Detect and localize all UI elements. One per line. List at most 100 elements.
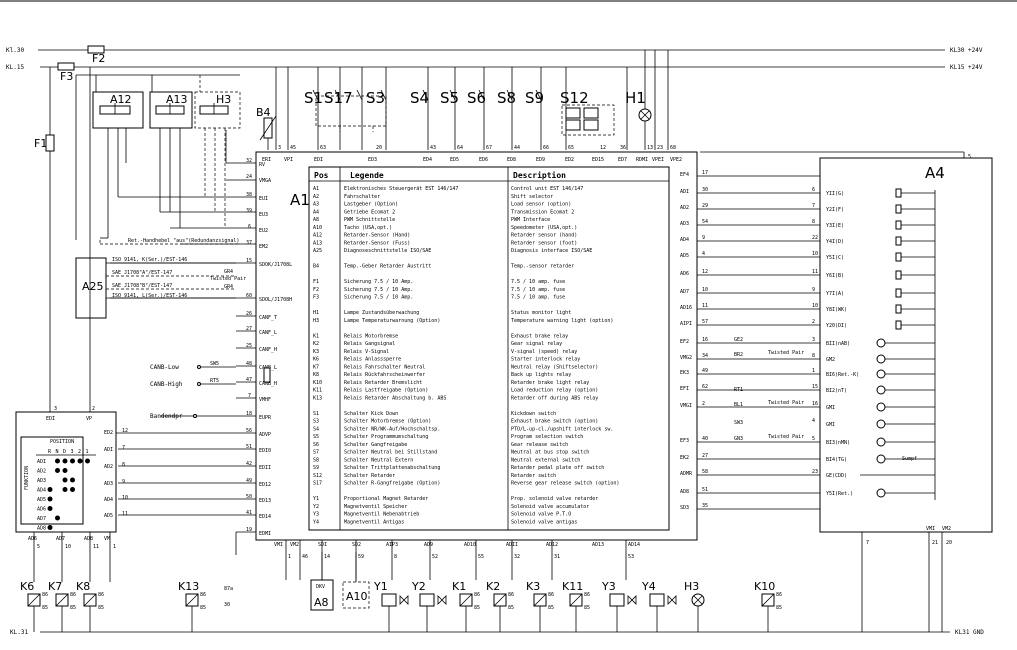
a2-row-label: AD6	[37, 507, 46, 513]
a4-sensor	[876, 338, 886, 348]
legend-pos: K10	[313, 380, 322, 386]
legend-de: Getriebe Ecomat 2	[344, 209, 395, 215]
relay-pin-87a: 87a	[224, 586, 233, 592]
legend-col-legende: Legende	[350, 171, 384, 180]
legend-pos: Y2	[313, 504, 319, 510]
a1-bottom-label: AD14	[628, 542, 640, 548]
a1-right-pin-num: 11	[702, 303, 708, 309]
a2-grid-dot	[85, 458, 90, 464]
valve-coil	[381, 593, 397, 607]
a4-sensor	[876, 369, 886, 379]
relay-pin-85: 85	[584, 605, 590, 611]
a2-col-label: D	[63, 449, 66, 455]
relay-diag	[27, 593, 41, 607]
a4-pin-num: 23	[812, 469, 818, 475]
bottom-component-label: K6	[20, 580, 34, 593]
a1-right-pin-label: AD8	[680, 489, 689, 495]
legend-pos: F1	[313, 279, 319, 285]
a1-left-pin-label: CANF_T	[259, 315, 277, 321]
a4-pin-num: 8	[812, 219, 815, 225]
a2-col-label: N	[56, 449, 59, 455]
legend-en: Load sensor (option)	[511, 202, 571, 208]
legend-de: Lampe Zustandsüberwachung	[344, 310, 419, 316]
a1-top-pin: 12	[600, 145, 606, 151]
legend-pos: S3	[313, 419, 319, 425]
legend-pos: K1	[313, 333, 319, 339]
a1-left-pin-label: CANF_L	[259, 330, 277, 336]
a4-signal-label: BI2(nT)	[826, 388, 847, 394]
transmission-a4: A4 5 YII(G)Y2I(F)Y3I(E)Y4I(D)Y5I(C)Y6I(B…	[700, 151, 993, 632]
a2-grid-dot	[70, 458, 75, 464]
a4-sensor	[876, 437, 886, 447]
a1-bottom-label: AD9	[424, 542, 433, 548]
a1-top-pin: 23	[657, 145, 663, 151]
relay-diag	[185, 593, 199, 607]
legend-en: Solenoid valve accumulator	[511, 504, 589, 510]
a1-top-pin: 64	[457, 145, 463, 151]
a1-right-pin-label: EFI	[680, 386, 689, 392]
legend-de: PWM Schnittstelle	[344, 217, 395, 223]
legend-pos: H1	[313, 310, 319, 316]
legend-de: Schalter NR/WK-Auf/Hochschaltsp.	[344, 426, 440, 432]
a1-right-pin-num: 2	[702, 401, 705, 407]
a1-right-pin-label: AD2	[680, 205, 689, 211]
a4-signal-label: Y5I(C)	[826, 255, 844, 261]
a4-signal-label: Y4I(D)	[826, 239, 844, 245]
switch-s12: S12	[560, 89, 615, 136]
valve-symbol	[627, 595, 637, 605]
a1-right-pin-label: EF2	[680, 339, 689, 345]
twisted-pair-left: Twisted Pair	[210, 276, 246, 282]
relay-pin-86: 86	[508, 592, 514, 598]
bottom-component-label: K13	[178, 580, 199, 593]
a4-resistor	[895, 188, 902, 198]
legend-en: Solenoid valve P.T.O	[511, 512, 571, 518]
a4-pin-num: 10	[812, 251, 818, 257]
a1-right-pin-label: AIPI	[680, 321, 692, 327]
legend-pos: Y3	[313, 512, 319, 518]
a4-bottom-num: 7	[866, 540, 869, 546]
label-f3: F3	[60, 70, 73, 83]
a1-left-pin-num: 7	[248, 393, 251, 399]
a1-right-pin-num: 51	[702, 487, 708, 493]
a4-pin-num: 6	[812, 187, 815, 193]
a1-bottom-pin: 59	[358, 554, 364, 560]
legend-de: Retarder-Sensor (Fuss)	[344, 240, 410, 246]
a1-right-pin-label: ADMR	[680, 471, 693, 477]
legend-pos: F3	[313, 295, 319, 301]
a4-resistor	[895, 320, 902, 330]
sae-j1708-a-label: SAE J1708"A"/EST-147	[112, 270, 172, 276]
a1-left-pin-label: ED12	[259, 482, 271, 488]
relay-pin-86: 86	[70, 592, 76, 598]
label-f1: F1	[34, 137, 47, 150]
legend-pos: Y1	[313, 496, 319, 502]
switch-s3: S3	[366, 89, 385, 107]
a2-right-label: AD5	[104, 513, 113, 519]
a4-resistor	[895, 204, 902, 214]
a4-pin-num: 10	[812, 303, 818, 309]
a1-left-pin-label: EU2	[259, 228, 268, 234]
rail-kl31-right: KL31 GND	[955, 629, 984, 636]
top-switch-row: S1 S17 S3 S4 S5 S6 S8 S9	[275, 50, 669, 150]
a1-bottom-pin: 8	[394, 554, 397, 560]
a2-row-label: AD2	[37, 469, 46, 475]
legend-en: Neutral relay (Shiftselector)	[511, 364, 598, 370]
legend-pos: S5	[313, 434, 319, 440]
a4-signal-label: BII(nAB)	[826, 341, 850, 347]
bottom-component-label: K8	[76, 580, 90, 593]
lamp-cross	[693, 595, 703, 605]
a4-pin-num: 1	[812, 368, 815, 374]
label-a1: A1	[290, 191, 310, 209]
legend-en: Exhaust brake switch (option)	[511, 419, 598, 425]
legend-de: Relais Anlasssperre	[344, 357, 401, 363]
bottom-component-label: K2	[486, 580, 500, 593]
legend-en: Retarder sensor (foot)	[511, 240, 577, 246]
legend-en: Retarder brake light relay	[511, 380, 589, 386]
a1-left-pin-label: ED14	[259, 514, 271, 520]
bottom-component-label: Y2	[411, 580, 426, 593]
label-h1: H1	[625, 89, 646, 107]
legend-en: V-signal (speed) relay	[511, 349, 577, 355]
legend-en: Transmission Ecomat 2	[511, 209, 574, 215]
relay-pin-86: 86	[548, 592, 554, 598]
a2-row-label: AD4	[37, 488, 46, 494]
valve-coil	[609, 593, 625, 607]
